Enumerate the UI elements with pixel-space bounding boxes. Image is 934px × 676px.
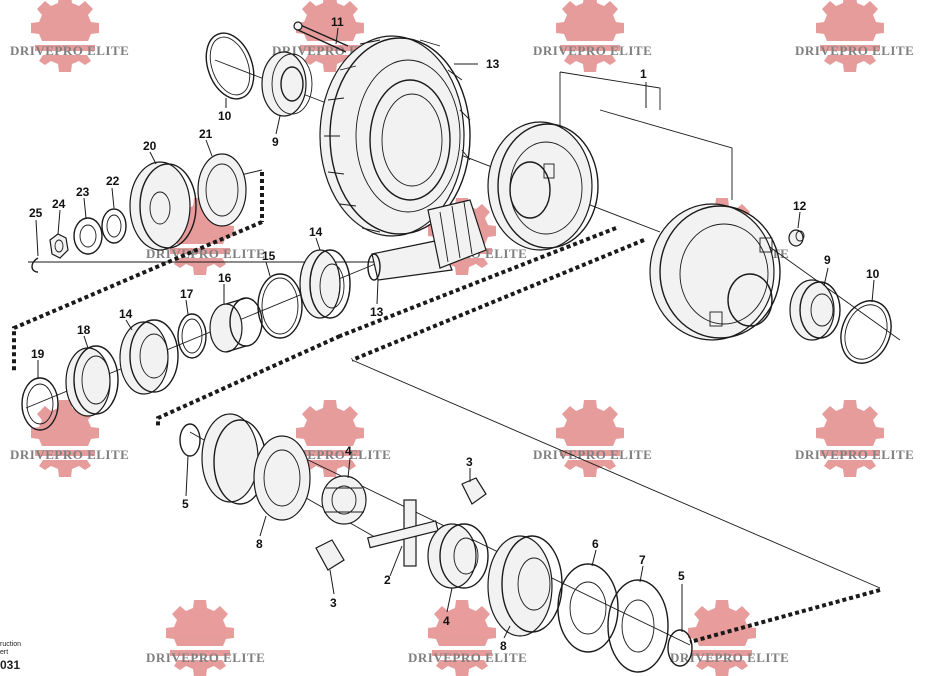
- spacer-16: [209, 297, 263, 353]
- callout-21: 21: [199, 127, 213, 141]
- pinion-3-upper: [461, 477, 487, 505]
- watermark-text: DRIVEPRO ELITE: [795, 447, 914, 462]
- shim-5-upper: [179, 423, 201, 457]
- callout-11: 11: [331, 15, 344, 29]
- diff-housing-right: [649, 203, 781, 341]
- watermark-text: DRIVEPRO ELITE: [146, 650, 265, 665]
- bearing-14-lower: [119, 319, 179, 395]
- callout-9: 9: [272, 135, 279, 149]
- callout-3: 3: [330, 596, 337, 610]
- callout-18: 18: [77, 323, 91, 337]
- spider-2: [367, 499, 439, 567]
- ring-15: [257, 273, 303, 339]
- bearing-9-top: [261, 51, 313, 117]
- caption-line-1: ruction: [0, 641, 21, 648]
- callout-1: 1: [640, 67, 647, 81]
- watermark-text: DRIVEPRO ELITE: [408, 650, 527, 665]
- plate-8-upper: [201, 413, 311, 521]
- callout-13: 13: [370, 305, 384, 319]
- callout-14: 14: [119, 307, 133, 321]
- snap-ring-10-top: [205, 32, 255, 100]
- callout-9: 9: [824, 253, 831, 267]
- nut-24: [49, 233, 69, 259]
- callout-2: 2: [384, 573, 391, 587]
- watermark-text: DRIVEPRO ELITE: [533, 447, 652, 462]
- watermark-text: DRIVEPRO ELITE: [10, 447, 129, 462]
- callout-14: 14: [309, 225, 323, 239]
- plate-8-lower: [487, 535, 563, 637]
- friction-disc-6: [557, 563, 619, 653]
- callout-7: 7: [639, 553, 646, 567]
- callout-labels: 1 2 3 3 4 4 5 5 6 7 8 8 9 9 10 10 11 12 …: [29, 15, 880, 653]
- pinion-3-lower: [315, 539, 345, 571]
- callout-10: 10: [218, 109, 232, 123]
- group-boundaries: [12, 71, 881, 644]
- callout-8: 8: [256, 537, 263, 551]
- bolt-11: [293, 21, 349, 53]
- watermark-text: DRIVEPRO ELITE: [795, 43, 914, 58]
- shim-17: [177, 313, 207, 359]
- washer-22: [101, 208, 127, 244]
- side-gear-4-upper: [321, 475, 367, 525]
- callout-25: 25: [29, 206, 43, 220]
- snap-ring-10-right: [840, 300, 892, 364]
- callout-17: 17: [180, 287, 194, 301]
- callout-23: 23: [76, 185, 90, 199]
- watermark-text: DRIVEPRO ELITE: [10, 43, 129, 58]
- pinion-13: [367, 199, 487, 281]
- watermark-text: DRIVEPRO ELITE: [533, 43, 652, 58]
- bearing-9-right: [789, 279, 841, 341]
- corner-caption: ruction ert 031: [0, 641, 21, 672]
- callout-5: 5: [678, 569, 685, 583]
- seal-19: [21, 377, 59, 431]
- parts: [21, 21, 892, 673]
- bearing-14-upper: [299, 249, 351, 319]
- callout-16: 16: [218, 271, 232, 285]
- figure-number: 031: [0, 658, 20, 672]
- callout-19: 19: [31, 347, 45, 361]
- plug-12: [788, 229, 805, 247]
- callout-13: 13: [486, 57, 500, 71]
- callout-3: 3: [466, 455, 473, 469]
- callout-24: 24: [52, 197, 66, 211]
- seal-21: [197, 153, 247, 227]
- watermark-text: DRIVEPRO ELITE: [670, 650, 789, 665]
- callout-5: 5: [182, 497, 189, 511]
- bearing-race-18: [65, 345, 119, 417]
- callout-15: 15: [262, 249, 276, 263]
- callout-22: 22: [106, 174, 120, 188]
- callout-10: 10: [866, 267, 880, 281]
- flange-20: [129, 161, 197, 251]
- side-gear-4-lower: [427, 523, 489, 589]
- callout-4: 4: [443, 614, 450, 628]
- callout-20: 20: [143, 139, 157, 153]
- clip-25: [31, 257, 39, 273]
- callout-8: 8: [500, 639, 507, 653]
- callout-6: 6: [592, 537, 599, 551]
- shim-5-lower: [667, 629, 693, 667]
- lock-plate-23: [73, 217, 103, 255]
- crown-wheel-13: [319, 35, 471, 237]
- caption-line-2: ert: [0, 649, 8, 656]
- callout-4: 4: [345, 444, 352, 458]
- diff-housing-left: [487, 121, 599, 251]
- steel-disc-7: [607, 579, 669, 673]
- leader-lines: [35, 27, 875, 639]
- callout-12: 12: [793, 199, 807, 213]
